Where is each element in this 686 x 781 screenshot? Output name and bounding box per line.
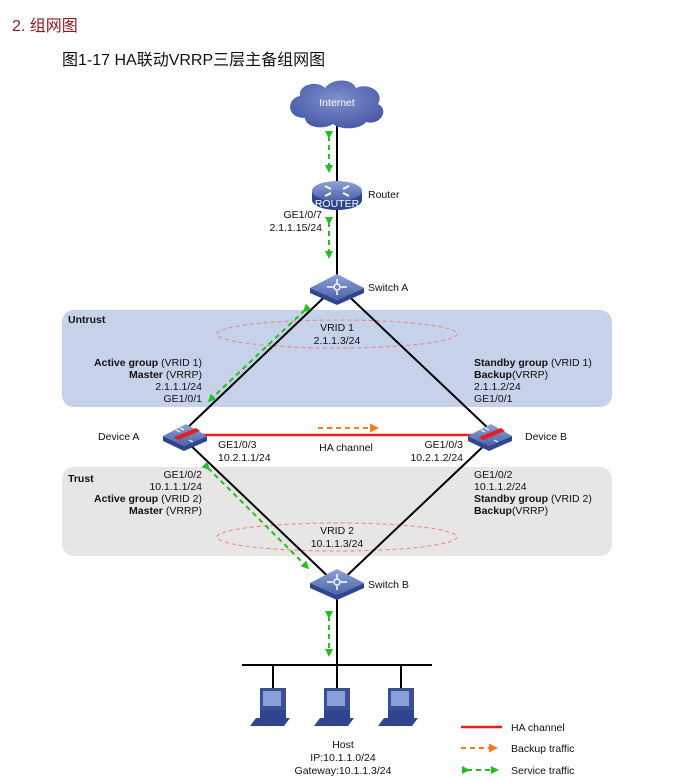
device-b-ha-ip: 10.2.1.2/24: [410, 452, 463, 464]
host-pc-icon-3: [378, 688, 418, 726]
figure-title: 图1-17 HA联动VRRP三层主备组网图: [62, 52, 326, 69]
device-a-label: Device A: [98, 431, 139, 443]
host-label: Host: [332, 739, 354, 751]
link-deviceb-switchb: [336, 439, 491, 586]
device-b-untrust-role: Backup(VRRP): [474, 369, 548, 381]
internet-cloud-icon: [290, 80, 384, 129]
device-b-trust-group: Standby group (VRID 2): [474, 493, 592, 505]
link-switcha-deviceb: [336, 284, 491, 431]
router-icon: ROUTER: [312, 181, 362, 210]
device-b-trust-role-rest: (VRRP): [512, 505, 548, 517]
trust-zone: [62, 467, 612, 556]
router-port-iface: GE1/0/7: [283, 209, 322, 221]
device-b-trust-group-rest: (VRID 2): [548, 493, 592, 505]
host-pc-icon-2: [314, 688, 354, 726]
legend-ha-channel-label: HA channel: [511, 722, 565, 734]
device-b-trust-role-bold: Backup: [474, 505, 512, 517]
vrid2-ellipse: [216, 522, 458, 552]
device-a-trust-group-bold: Active group: [94, 493, 158, 505]
device-a-group-bold: Active group: [94, 357, 158, 369]
vrid2-ip: 10.1.1.3/24: [311, 538, 364, 550]
device-b-ha-iface: GE1/0/3: [424, 439, 463, 451]
device-a-ha-ip: 10.2.1.1/24: [218, 452, 271, 464]
switch-a-label: Switch A: [368, 282, 408, 294]
device-b-trust-role: Backup(VRRP): [474, 505, 548, 517]
router-port-ip: 2.1.1.15/24: [269, 222, 322, 234]
device-a-ha-iface: GE1/0/3: [218, 439, 257, 451]
vrid1-ellipse: [216, 319, 458, 349]
device-a-trust-role-bold: Master: [129, 505, 163, 517]
device-a-trust-role-rest: (VRRP): [163, 505, 202, 517]
host-pc-icon-1: [250, 688, 290, 726]
device-a-trust-iface: GE1/0/2: [163, 469, 202, 481]
legend-service-traffic-label: Service traffic: [511, 765, 574, 777]
device-b-firewall-icon: [468, 424, 512, 451]
device-b-role-bold: Backup: [474, 369, 512, 381]
router-badge: ROUTER: [315, 198, 360, 210]
device-b-role-rest: (VRRP): [512, 369, 548, 381]
host-gateway: Gateway:10.1.1.3/24: [295, 765, 392, 777]
device-b-untrust-ip: 2.1.1.2/24: [474, 381, 521, 393]
untrust-label: Untrust: [68, 314, 106, 326]
untrust-zone: [62, 310, 612, 407]
switch-b-label: Switch B: [368, 579, 409, 591]
device-a-untrust-iface: GE1/0/1: [163, 393, 202, 405]
device-a-trust-role: Master (VRRP): [129, 505, 202, 517]
section-title: 2. 组网图: [12, 18, 78, 35]
device-a-trust-group-rest: (VRID 2): [158, 493, 202, 505]
device-a-role-rest: (VRRP): [163, 369, 202, 381]
device-b-untrust-group: Standby group (VRID 1): [474, 357, 592, 369]
device-a-trust-ip: 10.1.1.1/24: [149, 481, 202, 493]
device-b-trust-iface: GE1/0/2: [474, 469, 513, 481]
legend-backup-traffic-label: Backup traffic: [511, 743, 574, 755]
device-b-trust-ip: 10.1.1.2/24: [474, 481, 527, 493]
switch-a-icon: [310, 274, 364, 305]
ha-channel-label: HA channel: [319, 442, 373, 454]
device-a-untrust-ip: 2.1.1.1/24: [155, 381, 202, 393]
internet-label: Internet: [319, 97, 355, 109]
device-b-trust-group-bold: Standby group: [474, 493, 548, 505]
device-a-group-rest: (VRID 1): [158, 357, 202, 369]
legend: HA channel Backup traffic Service traffi…: [461, 722, 574, 777]
router-label: Router: [368, 189, 400, 201]
vrid1-label: VRID 1: [320, 322, 354, 334]
device-a-role-bold: Master: [129, 369, 163, 381]
device-a-untrust-role: Master (VRRP): [129, 369, 202, 381]
vrid2-label: VRID 2: [320, 525, 354, 537]
device-b-group-rest: (VRID 1): [548, 357, 592, 369]
service-traffic-arrow-untrust: [207, 303, 312, 403]
device-a-untrust-group: Active group (VRID 1): [94, 357, 202, 369]
device-b-untrust-iface: GE1/0/1: [474, 393, 513, 405]
device-a-firewall-icon: [163, 424, 207, 451]
switch-b-icon: [310, 569, 364, 600]
vrid1-ip: 2.1.1.3/24: [314, 335, 361, 347]
device-b-group-bold: Standby group: [474, 357, 548, 369]
device-b-label: Device B: [525, 431, 567, 443]
device-a-trust-group: Active group (VRID 2): [94, 493, 202, 505]
trust-label: Trust: [68, 473, 94, 485]
host-ip: IP:10.1.1.0/24: [310, 752, 376, 764]
